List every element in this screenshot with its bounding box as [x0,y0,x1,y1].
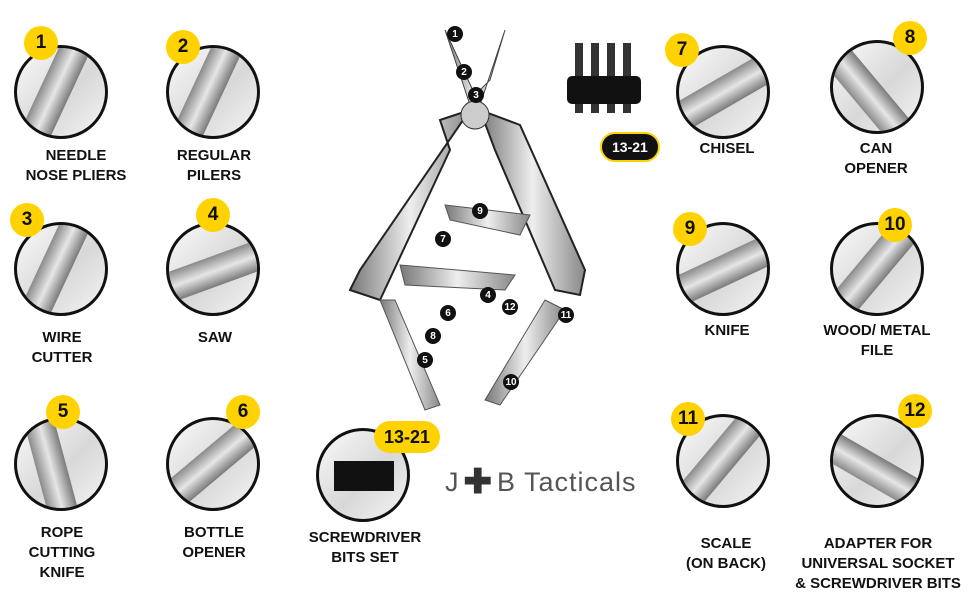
tool-1-badge: 1 [24,26,58,60]
tool-6-label: BOTTLE OPENER [129,523,299,563]
tool-3-badge: 3 [10,203,44,237]
tool-5-badge: 5 [46,395,80,429]
label-line: CUTTER [31,349,93,366]
tool-9-badge: 9 [673,212,707,246]
label-line: BITS SET [331,549,399,566]
tool-12-badge: 12 [898,394,932,428]
label-line: FILE [860,342,894,359]
label-line: WOOD/ METAL [823,322,931,339]
tool-8-badge: 8 [893,21,927,55]
callout-dot-4: 4 [480,287,496,303]
brand-logo-name: B Tacticals [497,466,637,497]
brand-logo: J ✚ B Tacticals [445,462,637,502]
label-line: PILERS [186,167,242,184]
tool-9-label: KNIFE [642,321,812,341]
tool-8-label: CAN OPENER [791,139,961,179]
tool-6-badge: 6 [226,395,260,429]
label-line: SAW [197,329,233,346]
label-line: ADAPTER FOR [823,535,933,552]
tool-3-image [14,222,108,316]
tool-3-label: WIRE CUTTER [0,328,147,368]
label-line: OPENER [844,160,908,177]
tool-2-badge: 2 [166,30,200,64]
tool-12-label: ADAPTER FOR UNIVERSAL SOCKET & SCREWDRIVER… [783,534,970,594]
label-line: CAN [859,140,893,157]
callout-dot-1: 1 [447,26,463,42]
label-line: WIRE [42,329,82,346]
label-line: KNIFE [39,564,85,581]
brand-logo-j: J [445,466,460,497]
tool-6-image [166,417,260,511]
label-line: NOSE PLIERS [25,167,127,184]
callout-dot-10: 10 [503,374,519,390]
label-line: CUTTING [28,544,96,561]
label-line: UNIVERSAL SOCKET [801,555,955,572]
tool-10-badge: 10 [878,208,912,242]
plus-icon: ✚ [463,463,493,501]
tool-4-badge: 4 [196,198,230,232]
label-line: CHISEL [699,140,755,157]
callout-dot-8: 8 [425,328,441,344]
label-line: SCREWDRIVER [308,529,422,546]
tool-10-label: WOOD/ METAL FILE [792,321,962,361]
callout-dot-3: 3 [468,87,484,103]
label-line: NEEDLE [45,147,107,164]
tool-5-label: ROPE CUTTING KNIFE [0,523,147,583]
callout-dot-11: 11 [558,307,574,323]
tool-13-21-badge: 13-21 [374,421,441,453]
tool-1-image [14,45,108,139]
tool-4-image [166,222,260,316]
bits-callout-badge: 13-21 [600,132,660,162]
callout-dot-9: 9 [472,203,488,219]
callout-dot-7: 7 [435,231,451,247]
bits-set-image [567,43,641,113]
tool-2-label: REGULAR PILERS [129,146,299,186]
tool-7-badge: 7 [665,33,699,67]
tool-11-label: SCALE (ON BACK) [641,534,811,574]
tool-11-badge: 11 [671,402,705,436]
label-line: REGULAR [176,147,252,164]
tool-7-label: CHISEL [642,139,812,159]
label-line: (ON BACK) [686,555,766,572]
tool-8-image [830,40,924,134]
tool-1-label: NEEDLE NOSE PLIERS [0,146,161,186]
callout-dot-6: 6 [440,305,456,321]
label-line: ROPE [40,524,84,541]
tool-5-image [14,417,108,511]
callout-dot-12: 12 [502,299,518,315]
tool-12-image [830,414,924,508]
label-line: KNIFE [704,322,750,339]
tool-10-image [830,222,924,316]
tool-4-label: SAW [130,328,300,348]
label-line: & SCREWDRIVER BITS [795,575,961,592]
label-line: OPENER [182,544,246,561]
label-line: BOTTLE [184,524,244,541]
callout-dot-2: 2 [456,64,472,80]
tool-13-21-label: SCREWDRIVER BITS SET [280,528,450,568]
callout-dot-5: 5 [417,352,433,368]
label-line: SCALE [700,535,752,552]
